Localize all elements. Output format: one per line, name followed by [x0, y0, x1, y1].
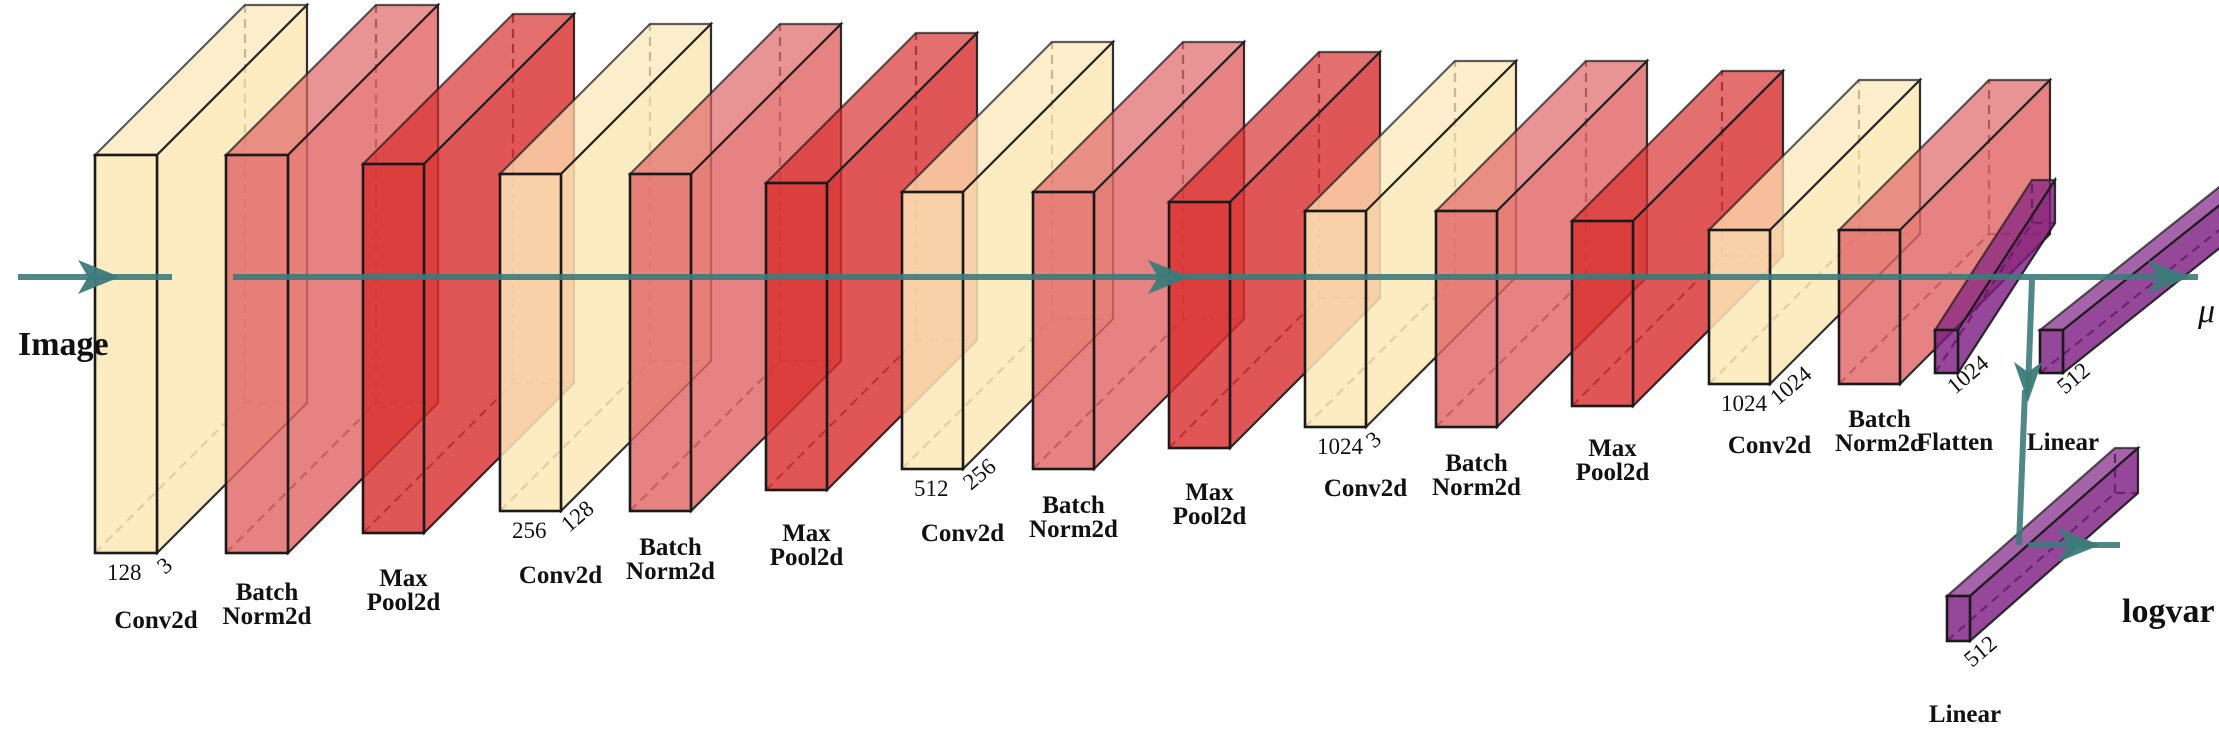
down-arrowhead-icon: [2014, 362, 2042, 402]
linear-mu-bar: [2036, 185, 2219, 376]
layer-14-batchnorm-box: [1836, 77, 2053, 387]
layer-7-label: Conv2d: [921, 520, 1004, 547]
layer-10-depth-dim: 3: [1361, 426, 1386, 453]
input-arrowhead-icon: [78, 260, 120, 294]
mu-output-label: μ: [2197, 293, 2215, 330]
logvar-branch-line: [2016, 389, 2028, 546]
mu-arrowhead-icon: [2148, 260, 2190, 294]
layer-1-label: Conv2d: [114, 607, 197, 634]
main-arrowhead-icon: [1148, 260, 1190, 294]
layer-1-width-dim: 128: [107, 560, 142, 585]
logvar-output-label: logvar: [2122, 593, 2215, 630]
layer-10-conv-box: [1302, 58, 1519, 430]
input-label: Image: [18, 326, 109, 363]
layer-4-width-dim: 256: [512, 518, 547, 543]
layer-7-width-dim: 512: [914, 476, 949, 501]
linear-mu-label: Linear: [2027, 429, 2099, 456]
layer-1-depth-dim: 3: [152, 552, 177, 579]
layer-10-width-dim: 1024: [1317, 434, 1364, 459]
layer-4-label: Conv2d: [519, 562, 602, 589]
logvar-arrowhead-icon: [2058, 528, 2100, 562]
layer-13-label: Conv2d: [1728, 432, 1811, 459]
linear-logvar-label: Linear: [1929, 701, 2001, 728]
layer-13-width-dim: 1024: [1721, 391, 1768, 416]
layer-10-label: Conv2d: [1324, 475, 1407, 502]
flatten-label: Flatten: [1917, 429, 1993, 456]
